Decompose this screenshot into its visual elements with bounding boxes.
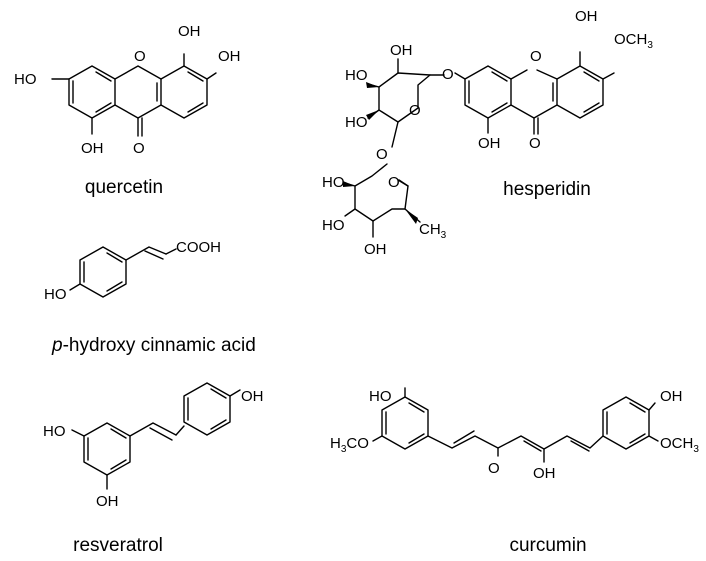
resveratrol-labels: OH HO OH [43, 388, 264, 510]
quercetin-oh-label: OH [218, 48, 241, 65]
cinnamic-ho-label: HO [44, 286, 67, 303]
hesperidin-oh-label: OH [575, 8, 598, 25]
curcumin-methoxy-label: OCH3 [660, 435, 699, 455]
hesperidin-glucose-ring-oxygen: O [409, 102, 421, 119]
curcumin-ho-label: HO [369, 388, 392, 405]
p-hydroxycinnamic-acid-structure [69, 246, 177, 298]
p-hydroxycinnamic-acid-labels: COOH HO [44, 239, 221, 303]
curcumin-labels: HO H3CO O OH OH OCH3 [330, 388, 699, 482]
hesperidin-labels: O O OH OCH3 OH O OH HO HO O O O HO HO OH… [322, 8, 653, 258]
hesperidin-oh-label: OH [390, 42, 413, 59]
curcumin-oh-label: OH [660, 388, 683, 405]
curcumin-structure [372, 387, 659, 463]
quercetin-labels: O HO OH OH OH O [14, 23, 241, 157]
curcumin-ketone-oxygen: O [488, 460, 500, 477]
hesperidin-ring-oxygen: O [530, 48, 542, 65]
hesperidin-ho-label: HO [322, 217, 345, 234]
hesperidin-ho-label: HO [345, 114, 368, 131]
hesperidin-methyl-label: CH3 [419, 221, 447, 241]
quercetin-oh-label: OH [178, 23, 201, 40]
quercetin-structure [51, 53, 217, 137]
caption-p-hydroxy-cinnamic-acid: p-hydroxy cinnamic acid [51, 335, 256, 356]
hesperidin-oh-label: OH [478, 135, 501, 152]
resveratrol-oh-label: OH [241, 388, 264, 405]
stereo-wedges [343, 82, 418, 224]
hesperidin-carbonyl-oxygen: O [529, 135, 541, 152]
curcumin-enol-oh-label: OH [533, 465, 556, 482]
resveratrol-ho-label: HO [43, 423, 66, 440]
hesperidin-oh-label: OH [364, 241, 387, 258]
hesperidin-glycosidic-oxygen: O [442, 66, 454, 83]
hesperidin-rhamnose-ring-oxygen: O [388, 174, 400, 191]
cinnamic-cooh-label: COOH [176, 239, 221, 256]
hesperidin-ho-label: HO [345, 67, 368, 84]
resveratrol-oh-label: OH [96, 493, 119, 510]
caption-hesperidin: hesperidin [503, 179, 591, 200]
hesperidin-ho-label: HO [322, 174, 345, 191]
caption-quercetin: quercetin [85, 177, 163, 198]
caption-resveratrol: resveratrol [73, 535, 163, 556]
hesperidin-structure [344, 51, 615, 238]
caption-curcumin: curcumin [509, 535, 586, 556]
hesperidin-linker-oxygen: O [376, 146, 388, 163]
quercetin-ring-oxygen: O [134, 48, 146, 65]
quercetin-oh-label: OH [81, 140, 104, 157]
hesperidin-methoxy-label: OCH3 [614, 31, 653, 51]
quercetin-ho-label: HO [14, 71, 37, 88]
quercetin-carbonyl-oxygen: O [133, 140, 145, 157]
curcumin-methoxy-label: H3CO [330, 435, 369, 455]
resveratrol-structure [71, 382, 241, 490]
